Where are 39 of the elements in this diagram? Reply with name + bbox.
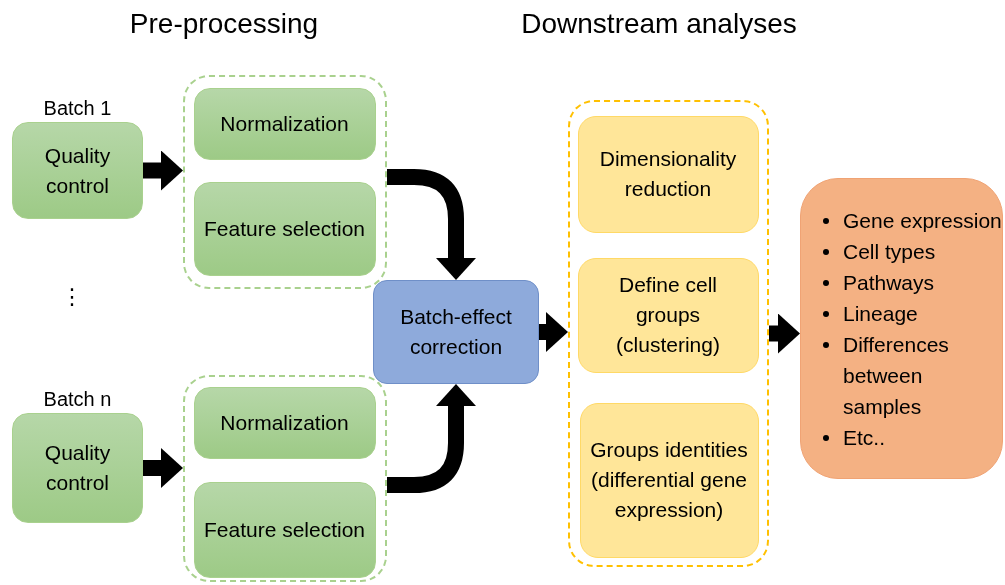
section-heading: Downstream analyses	[521, 8, 797, 40]
list-item: Gene expression	[843, 207, 1002, 234]
process-box	[193, 481, 376, 578]
box-label: Dimensionality reduction	[598, 146, 738, 202]
arrow	[143, 448, 183, 488]
process-box	[577, 115, 759, 233]
process-box	[577, 257, 759, 373]
list-item: Differences between samples	[843, 331, 950, 420]
process-box	[12, 413, 143, 523]
arrow	[769, 313, 800, 354]
box-label: Quality control	[43, 440, 112, 496]
process-box	[193, 181, 376, 276]
box-label: Define cell groups (clustering)	[615, 272, 721, 358]
box-label: Batch-effect correction	[399, 304, 513, 360]
box-label: Feature selection	[202, 516, 367, 543]
batch-label: Batch n	[42, 388, 113, 411]
box-label: Quality control	[43, 142, 112, 199]
ellipsis-label: ⋮	[61, 284, 83, 310]
list-item: Cell types	[843, 238, 936, 265]
box-label: Feature selection	[202, 215, 367, 242]
arrow	[539, 312, 568, 352]
process-box	[579, 402, 759, 558]
dashed-group-box	[183, 75, 387, 289]
list-item: Etc..	[843, 424, 885, 451]
list-item: Lineage	[843, 300, 918, 327]
list-item: Pathways	[843, 269, 935, 296]
section-heading: Pre-processing	[129, 8, 319, 40]
box-label: Normalization	[219, 110, 350, 137]
arrow	[143, 150, 183, 191]
process-box	[193, 87, 376, 160]
box-label: Groups identities (differential gene expression)	[589, 437, 749, 523]
process-box	[373, 280, 539, 384]
results-list-box	[800, 178, 1003, 479]
batch-label: Batch 1	[42, 97, 113, 120]
process-box	[193, 386, 376, 459]
process-box	[12, 122, 143, 219]
dashed-group-box	[568, 100, 769, 567]
box-label: Normalization	[219, 409, 350, 436]
dashed-group-box	[183, 375, 387, 582]
